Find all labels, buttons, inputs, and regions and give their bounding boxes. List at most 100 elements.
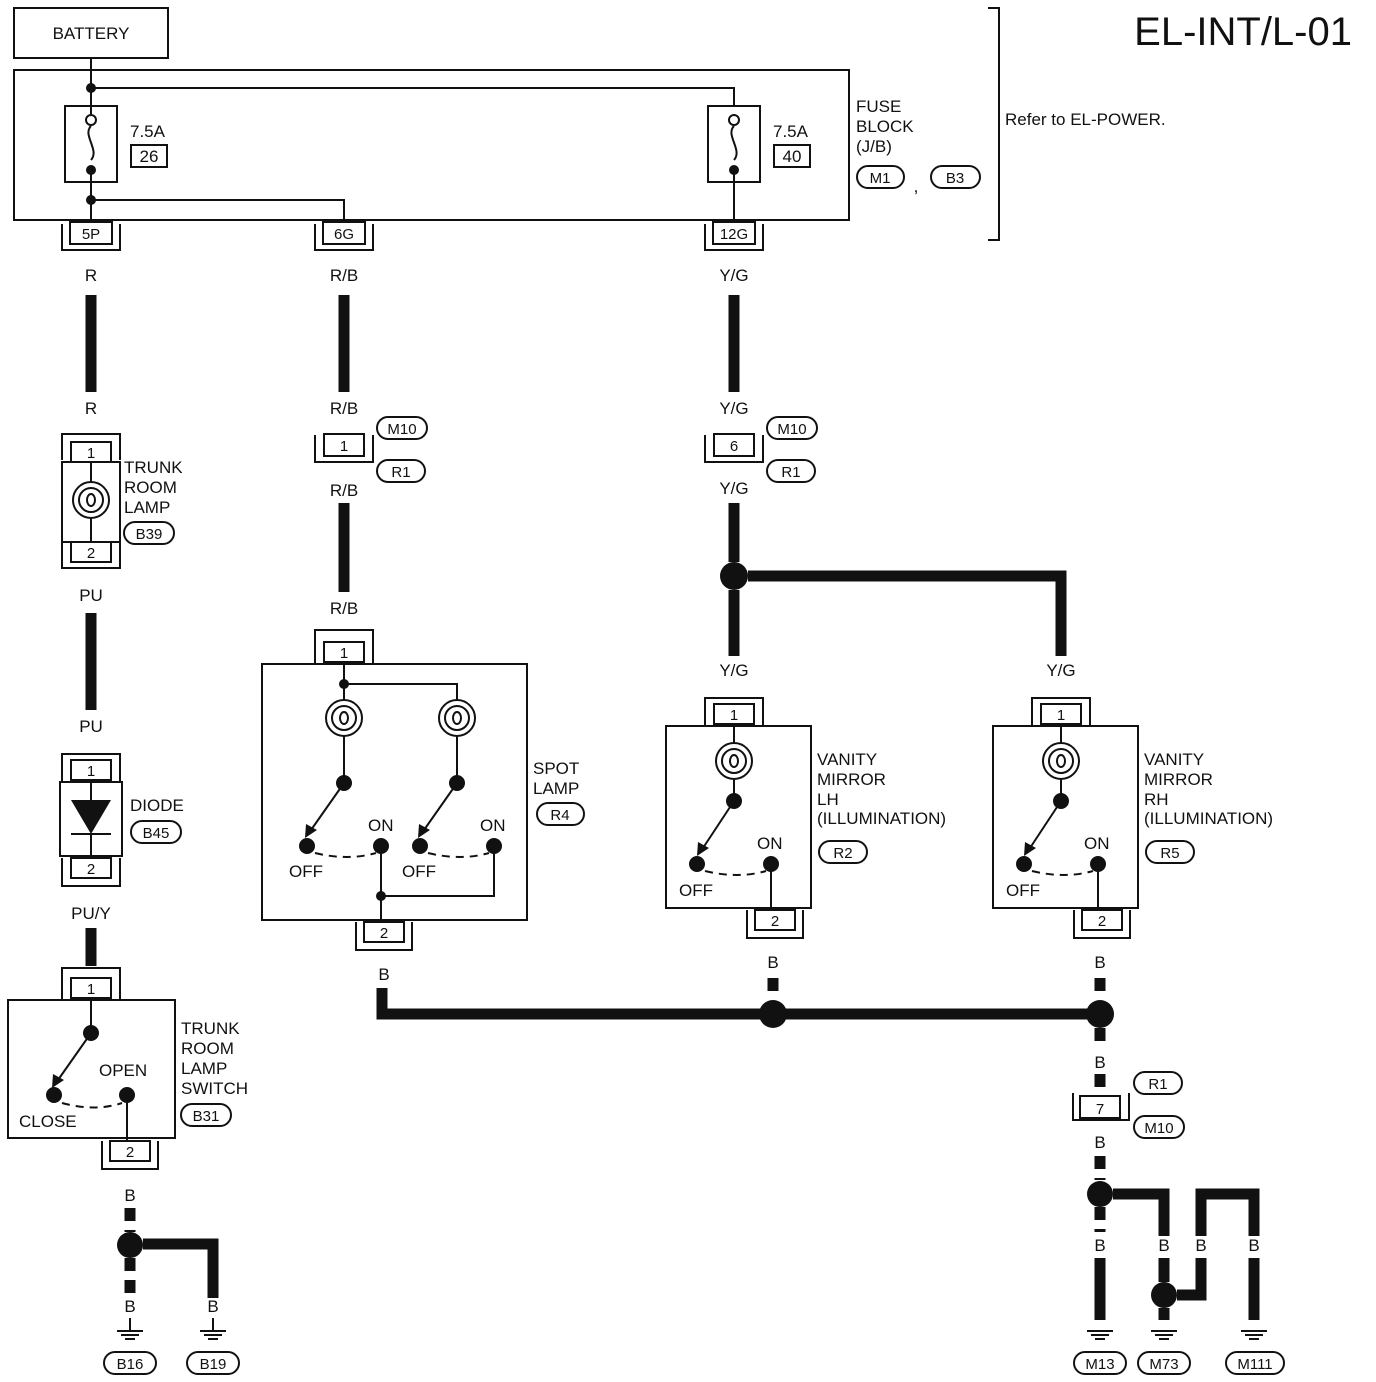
- svg-text:SPOT: SPOT: [533, 759, 579, 778]
- svg-text:B: B: [207, 1297, 218, 1316]
- fuse-26-rating: 7.5A: [130, 122, 166, 141]
- svg-text:TRUNK: TRUNK: [181, 1019, 240, 1038]
- terminal-6g: 6G: [314, 221, 374, 251]
- svg-text:B: B: [767, 953, 778, 972]
- ground-b19: B19: [200, 1356, 227, 1373]
- refer-bracket: [988, 7, 1000, 241]
- svg-text:DIODE: DIODE: [130, 796, 184, 815]
- terminal-12g: 12G: [704, 221, 764, 251]
- svg-text:B: B: [1094, 953, 1105, 972]
- svg-text:SWITCH: SWITCH: [181, 1079, 248, 1098]
- svg-text:ON: ON: [1084, 834, 1110, 853]
- svg-text:6G: 6G: [334, 226, 354, 243]
- vanity-rh-conn: R5: [1160, 845, 1179, 862]
- svg-text:B: B: [124, 1297, 135, 1316]
- svg-text:MIRROR: MIRROR: [817, 770, 886, 789]
- ground-b16: B16: [117, 1356, 144, 1373]
- svg-text:PU/Y: PU/Y: [71, 904, 111, 923]
- svg-text:R/B: R/B: [330, 481, 358, 500]
- svg-text:B: B: [1094, 1053, 1105, 1072]
- svg-text:2: 2: [771, 913, 779, 930]
- svg-text:2: 2: [1098, 913, 1106, 930]
- svg-text:B: B: [1094, 1133, 1105, 1152]
- svg-text:ON: ON: [480, 816, 506, 835]
- svg-text:R1: R1: [781, 464, 800, 481]
- svg-text:1: 1: [340, 438, 348, 455]
- svg-text:(ILLUMINATION): (ILLUMINATION): [817, 809, 946, 828]
- spot-lamp: 1 2: [261, 629, 528, 951]
- svg-text:7: 7: [1096, 1101, 1104, 1118]
- fuse-block-line-2: BLOCK: [856, 117, 914, 136]
- svg-text:TRUNK: TRUNK: [124, 458, 183, 477]
- svg-text:OFF: OFF: [289, 862, 323, 881]
- svg-text:1: 1: [87, 981, 95, 998]
- svg-text:B: B: [1248, 1236, 1259, 1255]
- connector-m10-r1-rb: 1: [314, 433, 374, 463]
- svg-text:R1: R1: [391, 464, 410, 481]
- svg-text:OPEN: OPEN: [99, 1061, 147, 1080]
- trunk-lamp-conn: B39: [136, 526, 163, 543]
- fuse-block-line-1: FUSE: [856, 97, 901, 116]
- svg-text:B: B: [1094, 1236, 1105, 1255]
- fuse-block-conn-b3: B3: [946, 170, 964, 187]
- diagram-id: EL-INT/L-01: [1134, 10, 1352, 54]
- svg-text:,: ,: [914, 177, 919, 196]
- vanity-mirror-rh: 1 2: [992, 697, 1139, 939]
- diode-conn: B45: [143, 825, 170, 842]
- svg-text:OFF: OFF: [679, 881, 713, 900]
- ground-symbol-m111: [1241, 1330, 1267, 1340]
- svg-text:LAMP: LAMP: [124, 498, 170, 517]
- svg-text:12G: 12G: [720, 226, 748, 243]
- svg-text:(ILLUMINATION): (ILLUMINATION): [1144, 809, 1273, 828]
- svg-text:M10: M10: [777, 421, 806, 438]
- svg-text:Y/G: Y/G: [719, 479, 748, 498]
- ground-m13: M13: [1085, 1356, 1114, 1373]
- svg-text:R1: R1: [1148, 1076, 1167, 1093]
- fuse-40-number: 40: [783, 147, 802, 166]
- svg-text:2: 2: [87, 861, 95, 878]
- svg-text:B: B: [1195, 1236, 1206, 1255]
- svg-text:6: 6: [730, 438, 738, 455]
- svg-text:RH: RH: [1144, 790, 1169, 809]
- svg-text:ROOM: ROOM: [181, 1039, 234, 1058]
- trunk-room-lamp-switch: 1 2: [7, 967, 176, 1170]
- fuse-26-number: 26: [140, 147, 159, 166]
- svg-text:1: 1: [730, 707, 738, 724]
- ground-symbol-b19: [200, 1318, 226, 1340]
- svg-text:1: 1: [87, 763, 95, 780]
- svg-text:VANITY: VANITY: [1144, 750, 1204, 769]
- trunk-room-lamp: 1 2: [61, 433, 121, 569]
- trunk-switch-conn: B31: [193, 1108, 220, 1125]
- svg-text:B: B: [1158, 1236, 1169, 1255]
- svg-text:M10: M10: [387, 421, 416, 438]
- svg-text:ROOM: ROOM: [124, 478, 177, 497]
- ground-m73: M73: [1149, 1356, 1178, 1373]
- svg-text:MIRROR: MIRROR: [1144, 770, 1213, 789]
- svg-text:PU: PU: [79, 717, 103, 736]
- svg-text:1: 1: [87, 445, 95, 462]
- svg-text:LH: LH: [817, 790, 839, 809]
- svg-text:CLOSE: CLOSE: [19, 1112, 77, 1131]
- ground-symbol-m73: [1151, 1330, 1177, 1340]
- svg-text:R/B: R/B: [330, 266, 358, 285]
- svg-text:2: 2: [380, 925, 388, 942]
- svg-text:OFF: OFF: [1006, 881, 1040, 900]
- svg-text:1: 1: [340, 645, 348, 662]
- fuse-bus: [91, 87, 735, 107]
- connector-m10-r1-yg: 6: [704, 433, 764, 463]
- fuse-40-rating: 7.5A: [773, 122, 809, 141]
- fuse-block-conn-m1: M1: [870, 170, 891, 187]
- refer-text: Refer to EL-POWER.: [1005, 110, 1166, 129]
- svg-text:R/B: R/B: [330, 399, 358, 418]
- vanity-mirror-lh: 1 2: [665, 697, 812, 939]
- spot-lamp-conn: R4: [550, 807, 569, 824]
- svg-text:Y/G: Y/G: [719, 661, 748, 680]
- svg-text:2: 2: [126, 1144, 134, 1161]
- svg-text:ON: ON: [368, 816, 394, 835]
- connector-r1-m10-b: 7: [1072, 1093, 1130, 1121]
- fuse-block: [13, 69, 850, 221]
- svg-text:ON: ON: [757, 834, 783, 853]
- svg-text:LAMP: LAMP: [533, 779, 579, 798]
- svg-text:R: R: [85, 399, 97, 418]
